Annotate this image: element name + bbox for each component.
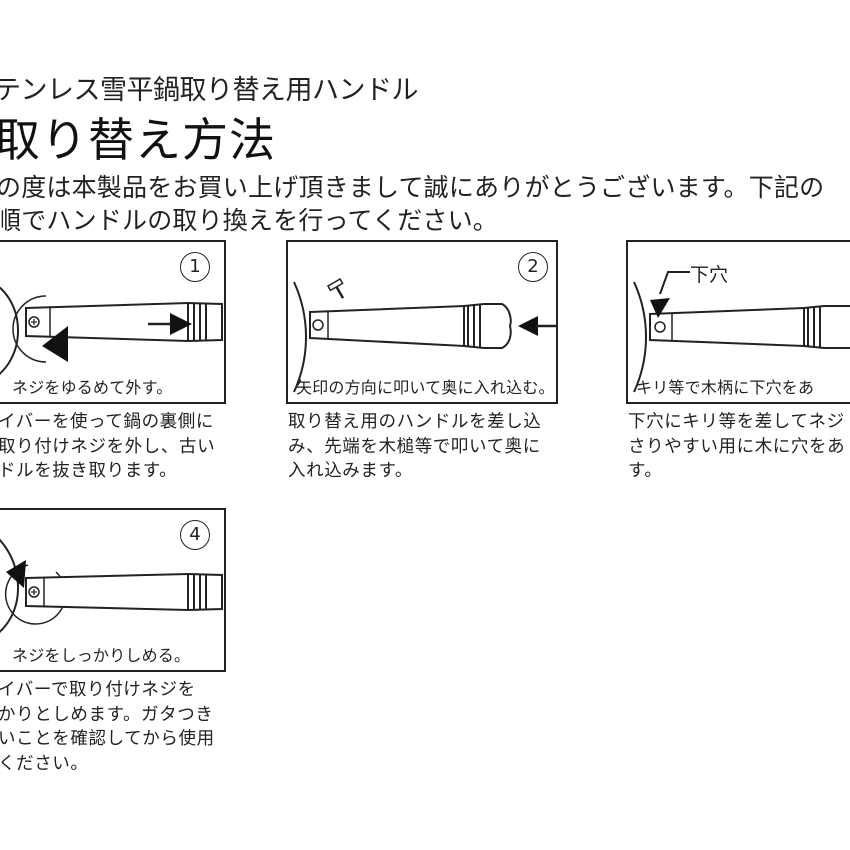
step-4-desc-line: かりとしめます。ガタつき — [0, 704, 214, 725]
step-3-desc-line: 下穴にキリ等を差してネジ — [628, 412, 845, 432]
step-2-description: 取り替え用のハンドルを差し込 み、先端を木槌等で叩いて奥に 入れ込みます。 — [288, 410, 541, 484]
screw-icon — [326, 278, 345, 299]
step-3-description: 下穴にキリ等を差してネジ さりやすい用に木に穴をあ す。 — [628, 410, 845, 484]
intro-text-line-1: の度は本製品をお買い上げ頂きまして誠にありがとうございます。下記の — [0, 173, 825, 202]
intro-text-line-2: 順でハンドルの取り換えを行ってください。 — [0, 206, 499, 235]
step-1-panel: 1 ネジをゆるめて外す。 — [0, 240, 226, 404]
step-3-panel: 下穴 キリ等で木柄に下穴をあ — [626, 240, 850, 404]
step-1-caption: ネジをゆるめて外す。 — [12, 378, 173, 397]
step-1-number: 1 — [180, 252, 210, 282]
step-2-illustration — [293, 278, 556, 393]
step-4-desc-line: イバーで取り付けネジを — [0, 680, 196, 700]
pilot-hole-label: 下穴 — [690, 264, 729, 286]
step-4-number: 4 — [180, 520, 210, 550]
step-2-desc-line: 取り替え用のハンドルを差し込 — [288, 412, 542, 432]
step-2-desc-line: 入れ込みます。 — [288, 461, 413, 481]
step-4-desc-line: いことを確認してから使用 — [0, 729, 215, 749]
step-1-illustration — [0, 286, 223, 375]
step-2-caption: 矢印の方向に叩いて奥に入れ込む。 — [296, 378, 555, 397]
step-1-desc-line: イバーを使って鍋の裏側に — [0, 412, 214, 432]
step-4-illustration — [0, 539, 223, 633]
step-2-panel: 2 矢印の方向に叩いて奥に入れ込む。 — [286, 240, 558, 404]
product-subtitle: テンレス雪平鍋取り替え用ハンドル — [0, 75, 419, 106]
step-3-illustration — [633, 271, 850, 393]
step-4-panel: 4 ネジをしっかりしめる。 — [0, 508, 226, 672]
step-1-desc-line: ドルを抜き取ります。 — [0, 461, 178, 481]
step-4-description: イバーで取り付けネジを かりとしめます。ガタつき いことを確認してから使用 くだ… — [0, 678, 215, 776]
step-2-number: 2 — [518, 252, 548, 282]
step-1-description: イバーを使って鍋の裏側に 取り付けネジを外し、古い ドルを抜き取ります。 — [0, 410, 215, 484]
step-3-desc-line: す。 — [628, 461, 663, 481]
step-3-desc-line: さりやすい用に木に穴をあ — [628, 436, 846, 457]
step-4-desc-line: ください。 — [0, 753, 89, 774]
page-title: 取り替え方法 — [0, 113, 276, 167]
step-2-desc-line: み、先端を木槌等で叩いて奥に — [288, 436, 541, 457]
step-3-caption: キリ等で木柄に下穴をあ — [636, 378, 815, 397]
step-4-caption: ネジをしっかりしめる。 — [12, 646, 191, 665]
step-1-desc-line: 取り付けネジを外し、古い — [0, 436, 216, 457]
